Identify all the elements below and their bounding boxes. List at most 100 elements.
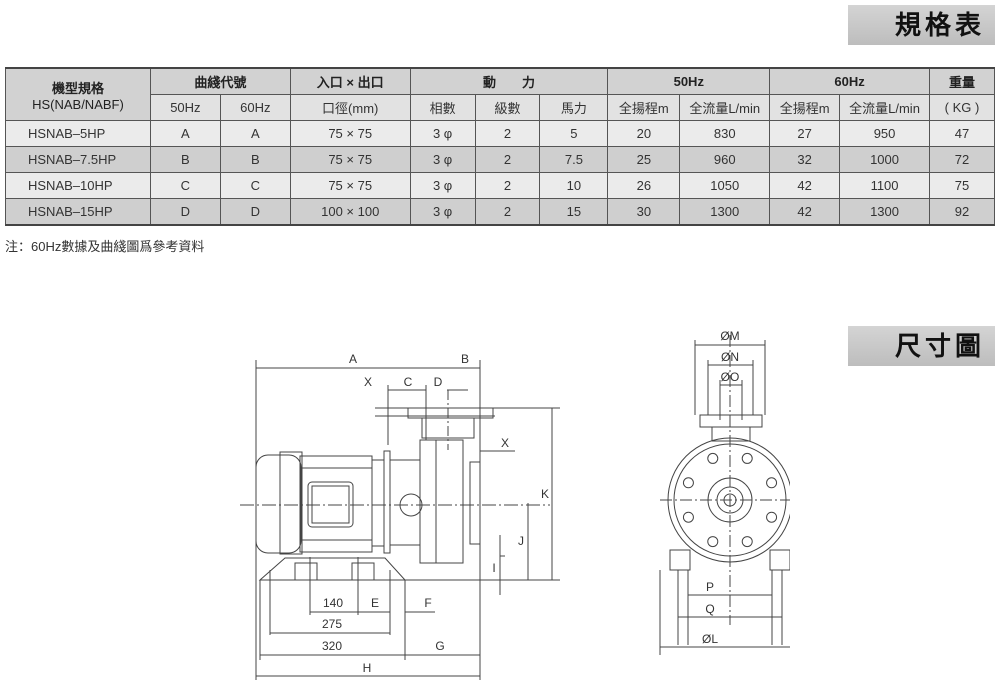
bolt-hole (766, 511, 778, 523)
table-cell: 1050 (679, 172, 771, 199)
model-header-sub: HS(NAB/NABF) (32, 96, 124, 112)
table-cell: D (149, 198, 221, 226)
table-cell: 3 φ (409, 146, 476, 173)
dim-label-g: G (435, 639, 444, 653)
bolt-hole (707, 536, 719, 548)
table-cell: 75 × 75 (289, 120, 411, 147)
table-cell: 15 (539, 198, 609, 226)
table-cell: 1100 (839, 172, 930, 199)
hz50-header: 50Hz (607, 67, 771, 95)
table-cell: 5 (539, 120, 609, 147)
subheader-cell: 全流量L/min (679, 94, 771, 121)
table-cell: 47 (929, 120, 995, 147)
model-header-label: 機型規格 (51, 80, 104, 96)
bolt-hole (707, 452, 719, 464)
subheader-cell: 馬力 (539, 94, 609, 121)
table-cell: D (219, 198, 291, 226)
dimension-title: 尺寸圖 (848, 326, 995, 366)
subheader-cell: 相數 (409, 94, 476, 121)
model-cell: HSNAB–15HP (5, 198, 151, 226)
table-cell: B (219, 146, 291, 173)
dim-label-o: ØO (721, 370, 740, 384)
table-cell: 92 (929, 198, 995, 226)
dim-label-x2: X (501, 436, 509, 450)
subheader-cell: 50Hz (149, 94, 221, 121)
model-cell: HSNAB–7.5HP (5, 146, 151, 173)
bolt-hole (741, 536, 753, 548)
subheader-cell: 全揚程m (769, 94, 841, 121)
dim-label-a: A (349, 352, 357, 366)
table-cell: B (149, 146, 221, 173)
table-cell: 72 (929, 146, 995, 173)
subheader-cell: 口徑(mm) (289, 94, 411, 121)
model-cell: HSNAB–5HP (5, 120, 151, 147)
table-cell: 75 × 75 (289, 146, 411, 173)
table-cell: 2 (474, 198, 541, 226)
bolt-hole (741, 452, 753, 464)
subheader-cell: 全流量L/min (839, 94, 930, 121)
dim-label-n: ØN (721, 350, 739, 364)
table-cell: 830 (679, 120, 771, 147)
table-cell: 27 (769, 120, 841, 147)
table-cell: 7.5 (539, 146, 609, 173)
bolt-hole (682, 477, 694, 489)
table-cell: 10 (539, 172, 609, 199)
table-cell: 3 φ (409, 172, 476, 199)
footnote: 注：60Hz數據及曲綫圖爲參考資料 (5, 239, 205, 254)
dim-label-d: D (434, 375, 443, 389)
table-cell: 32 (769, 146, 841, 173)
dim-label-275: 275 (322, 617, 342, 631)
table-cell: 42 (769, 172, 841, 199)
table-cell: 20 (607, 120, 681, 147)
model-cell: HSNAB–10HP (5, 172, 151, 199)
subheader-cell: 60Hz (219, 94, 291, 121)
hz60-header: 60Hz (769, 67, 930, 95)
table-cell: 2 (474, 146, 541, 173)
curve-header: 曲綫代號 (149, 67, 291, 95)
dim-label-140: 140 (323, 596, 343, 610)
table-cell: 1300 (839, 198, 930, 226)
table-cell: C (149, 172, 221, 199)
table-cell: 2 (474, 120, 541, 147)
bolt-hole (766, 477, 778, 489)
table-cell: 3 φ (409, 120, 476, 147)
table-cell: 3 φ (409, 198, 476, 226)
spec-table: 機型規格 HS(NAB/NABF) 曲綫代號 入口 × 出口 動 力 50Hz … (5, 67, 995, 226)
pump-side-view-drawing: A B C D X X K J I 140 E F 275 320 G H (240, 352, 560, 680)
table-cell: 25 (607, 146, 681, 173)
table-cell: 30 (607, 198, 681, 226)
dim-label-b: B (461, 352, 469, 366)
table-cell: A (149, 120, 221, 147)
dim-label-320: 320 (322, 639, 342, 653)
table-cell: 2 (474, 172, 541, 199)
table-cell: 26 (607, 172, 681, 199)
subheader-cell: 級數 (474, 94, 541, 121)
table-cell: 75 (929, 172, 995, 199)
pump-front-view-drawing: ØM ØN ØO P Q ØL (659, 329, 790, 655)
power-header: 動 力 (409, 67, 609, 95)
table-cell: 1300 (679, 198, 771, 226)
dim-label-k: K (541, 487, 549, 501)
table-cell: 42 (769, 198, 841, 226)
table-cell: A (219, 120, 291, 147)
table-cell: 100 × 100 (289, 198, 411, 226)
bolt-hole (682, 511, 694, 523)
dim-label-i: I (492, 561, 495, 575)
dim-label-f: F (424, 596, 431, 610)
subheader-cell: ( KG ) (929, 94, 995, 121)
dim-label-e: E (371, 596, 379, 610)
dim-label-c: C (404, 375, 413, 389)
dim-label-h: H (363, 661, 372, 675)
weight-header: 重量 (929, 67, 995, 95)
dim-label-j: J (518, 534, 524, 548)
table-cell: 960 (679, 146, 771, 173)
spec-table-title: 規格表 (848, 5, 995, 45)
dim-label-l: ØL (702, 632, 718, 646)
model-header: 機型規格 HS(NAB/NABF) (5, 67, 151, 121)
table-cell: C (219, 172, 291, 199)
dim-label-q: Q (705, 602, 714, 616)
